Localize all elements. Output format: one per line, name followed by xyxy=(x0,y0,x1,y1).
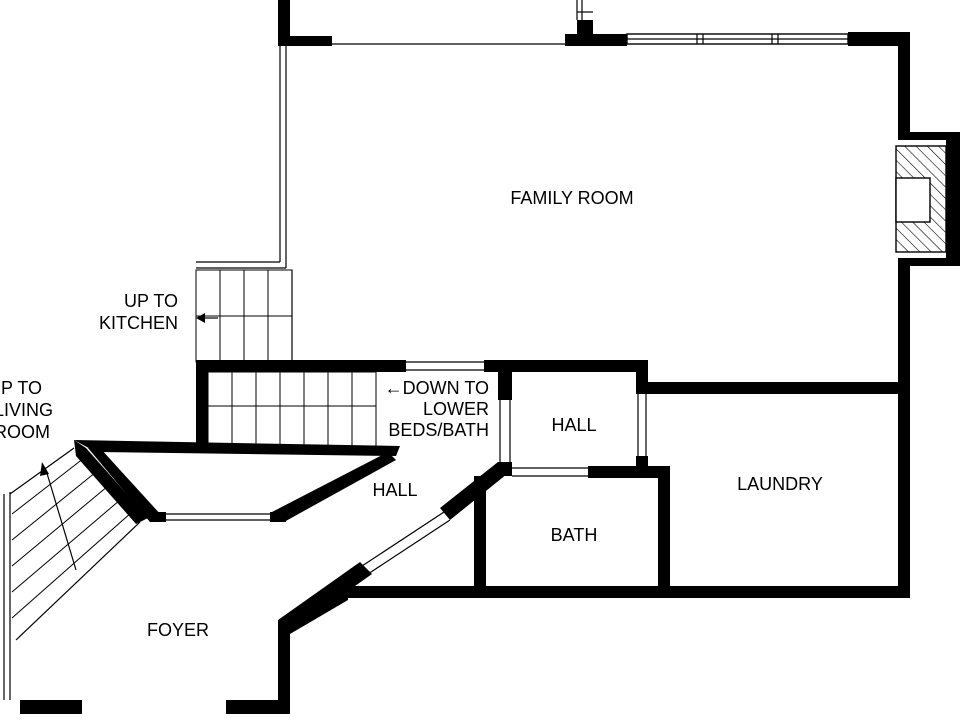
bath-label: BATH xyxy=(551,525,598,545)
stairs-down xyxy=(207,371,377,447)
family-room-label: FAMILY ROOM xyxy=(510,188,633,208)
family-room-openings xyxy=(196,0,593,269)
foyer-walls xyxy=(20,440,512,714)
hall-upper-label: HALL xyxy=(551,415,596,435)
window-strip xyxy=(626,33,849,45)
fireplace xyxy=(895,145,947,253)
kitchen-stair-label-1: UP TO xyxy=(124,291,178,311)
hall-walls xyxy=(196,360,670,594)
down-stair-label-1: ←DOWN TO xyxy=(385,378,489,398)
living-stair-label-1: UP TO xyxy=(0,378,42,398)
living-stair-label-2: LIVING xyxy=(0,400,53,420)
foyer-label: FOYER xyxy=(147,620,209,640)
hall-lower-label: HALL xyxy=(372,480,417,500)
stairs-up-to-kitchen xyxy=(195,269,293,363)
kitchen-stair-label-2: KITCHEN xyxy=(99,313,178,333)
living-stair-label-3: ROOM xyxy=(0,422,50,442)
down-stair-label-3: BEDS/BATH xyxy=(388,420,489,440)
stairs-up-to-living-room xyxy=(3,440,148,700)
laundry-label: LAUNDRY xyxy=(737,474,823,494)
family-room-walls xyxy=(278,0,960,598)
down-stair-label-2: LOWER xyxy=(423,399,489,419)
